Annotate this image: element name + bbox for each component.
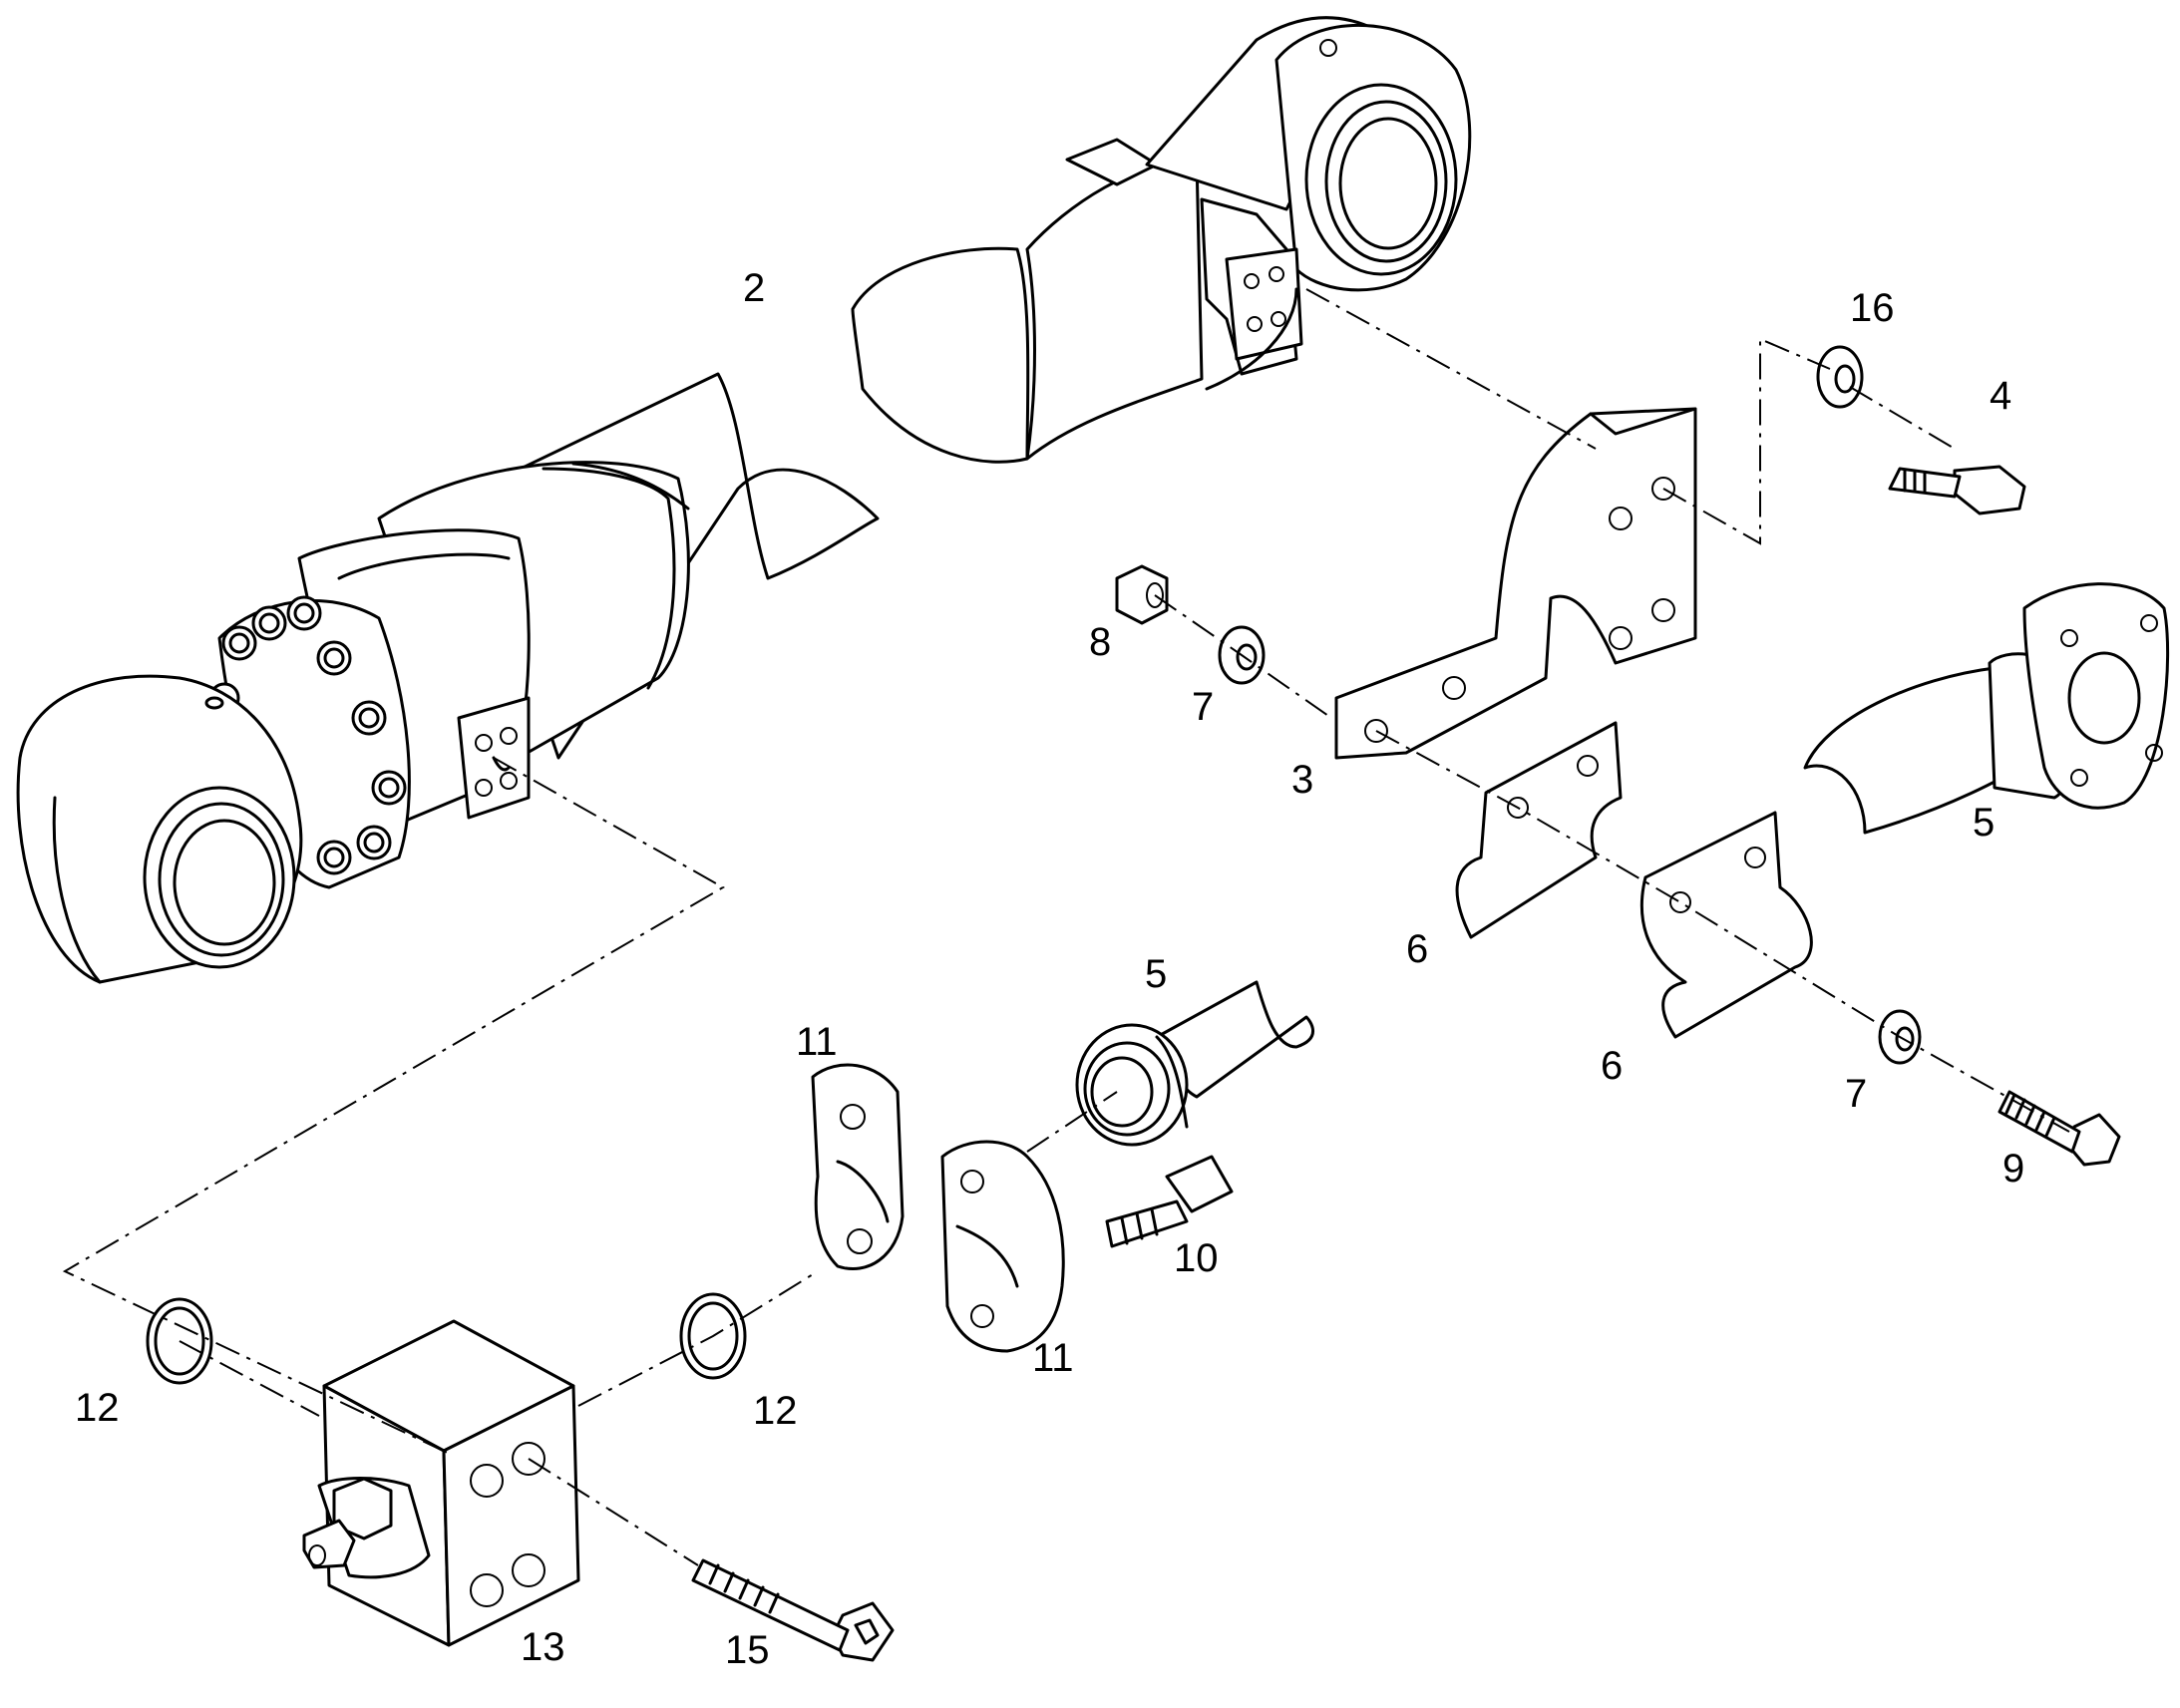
callout-5-lower: 5 xyxy=(1145,952,1167,996)
callout-15: 15 xyxy=(725,1628,770,1672)
callout-10: 10 xyxy=(1174,1236,1219,1280)
callout-7-lower: 7 xyxy=(1845,1072,1867,1116)
callout-5-right: 5 xyxy=(1973,801,1995,845)
flange-fitting-5-lower xyxy=(1075,980,1314,1147)
callout-3: 3 xyxy=(1291,758,1313,802)
bolt-15 xyxy=(691,1558,895,1662)
center-lines xyxy=(62,288,2070,1566)
callout-12-right: 12 xyxy=(753,1389,798,1433)
valve-block-13 xyxy=(302,1319,580,1647)
callout-16: 16 xyxy=(1850,286,1895,330)
shim-plate-6-lower xyxy=(1639,811,1813,1039)
callout-labels: 2 16 4 8 7 3 5 6 5 11 6 7 9 10 11 12 12 … xyxy=(75,266,2024,1672)
cylinder-barrel xyxy=(16,372,880,984)
washer-16 xyxy=(1816,345,1864,409)
callout-11-lower: 11 xyxy=(1032,1336,1074,1380)
callout-9: 9 xyxy=(2002,1147,2024,1191)
callout-7-upper: 7 xyxy=(1192,685,1214,729)
flange-fitting-5-right xyxy=(1803,582,2170,835)
callout-2: 2 xyxy=(743,266,765,310)
shim-plate-6-upper xyxy=(1455,721,1623,939)
callout-13: 13 xyxy=(521,1625,565,1669)
screw-10 xyxy=(1105,1155,1234,1248)
callout-4: 4 xyxy=(1990,374,2011,418)
cylinder-clevis-end xyxy=(851,16,1472,464)
callout-6-lower: 6 xyxy=(1601,1044,1623,1088)
bolt-9 xyxy=(1998,1090,2121,1167)
bracket-plate xyxy=(1334,407,1697,760)
callout-8: 8 xyxy=(1089,620,1111,664)
callout-11-upper: 11 xyxy=(796,1020,838,1064)
callout-6-upper: 6 xyxy=(1406,927,1428,971)
flange-clamp-11-lower xyxy=(940,1140,1065,1353)
callout-12-left: 12 xyxy=(75,1386,120,1430)
bolt-4 xyxy=(1888,465,2026,515)
flange-clamp-11-upper xyxy=(811,1063,905,1271)
nut-8 xyxy=(1115,564,1169,625)
